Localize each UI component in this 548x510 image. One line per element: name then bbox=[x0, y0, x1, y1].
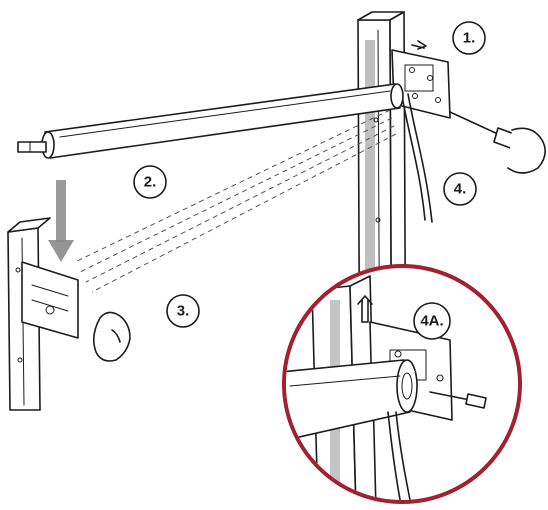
down-arrow-icon bbox=[48, 180, 74, 262]
motor-cable bbox=[401, 95, 426, 221]
step-label: 4. bbox=[454, 181, 467, 198]
step-label: 2. bbox=[144, 174, 157, 191]
step-label: 1. bbox=[463, 30, 476, 47]
step-badge-4a: 4A. bbox=[413, 302, 451, 340]
step-label: 4A. bbox=[420, 313, 443, 330]
step-badge-4: 4. bbox=[443, 172, 477, 206]
step-label: 3. bbox=[177, 303, 190, 320]
projection-lines bbox=[74, 109, 397, 293]
screwdriver-icon bbox=[449, 111, 546, 174]
step-badge-2: 2. bbox=[133, 165, 167, 199]
left-bracket bbox=[21, 261, 79, 339]
step-badge-3: 3. bbox=[166, 294, 200, 328]
roller-tube bbox=[17, 83, 404, 159]
detail-inset bbox=[282, 264, 522, 504]
step-badge-1: 1. bbox=[452, 21, 486, 55]
hand-icon bbox=[92, 311, 131, 362]
